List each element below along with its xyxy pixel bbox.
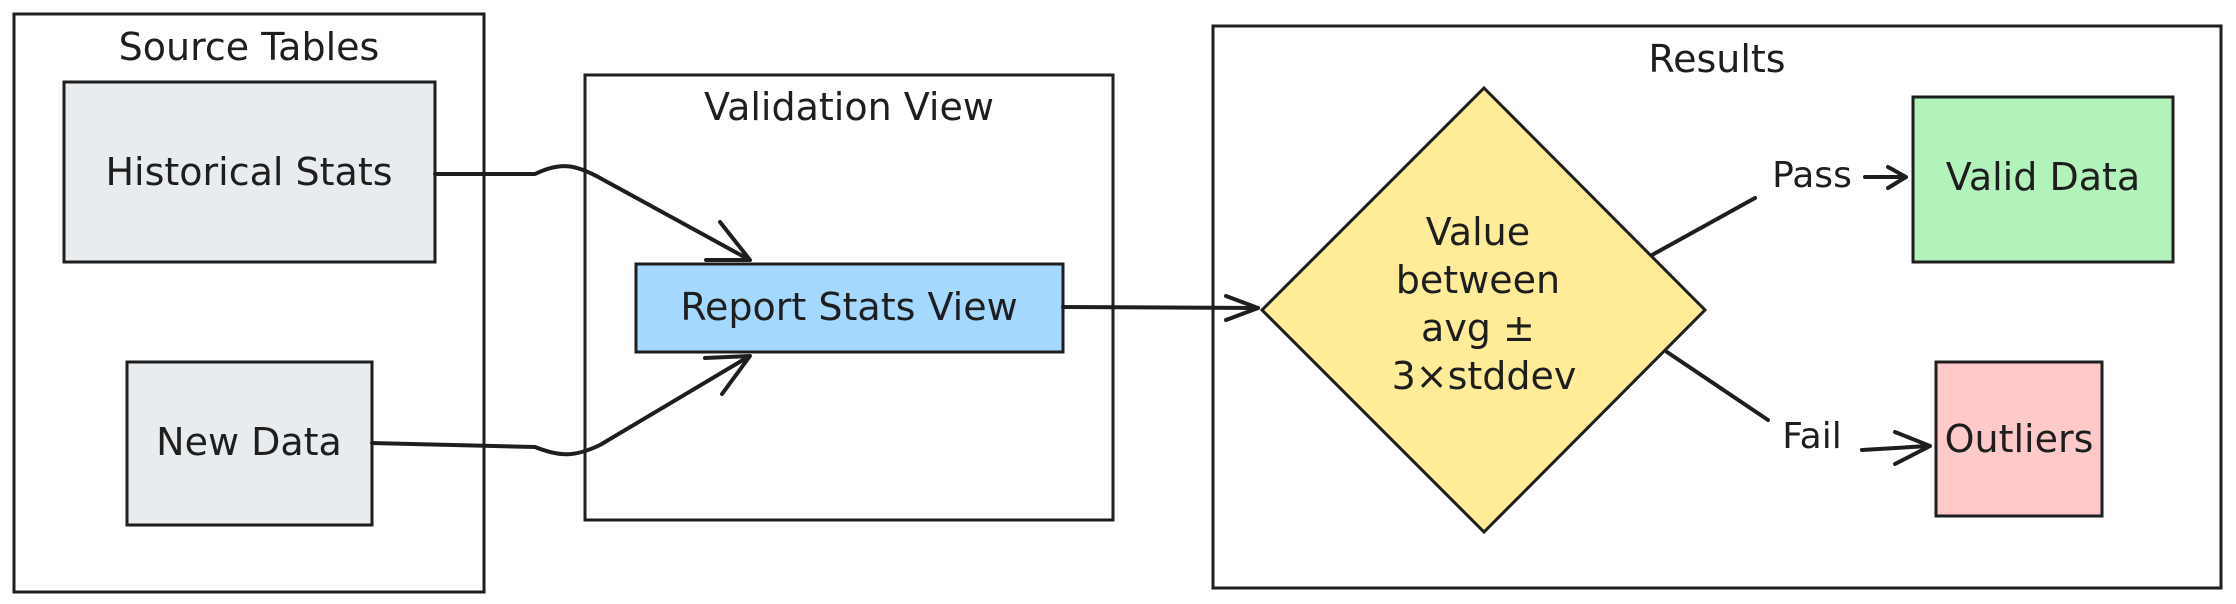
- edge-decision-to-pass: [1650, 196, 1757, 257]
- source-tables-title: Source Tables: [119, 25, 380, 69]
- historical-stats-label: Historical Stats: [105, 150, 392, 194]
- new-data-label: New Data: [156, 420, 342, 464]
- outliers-label: Outliers: [1945, 417, 2094, 461]
- arrowhead-historical-to-report: [704, 220, 752, 262]
- edge-report-to-decision: [1061, 305, 1258, 310]
- valid-data-node[interactable]: [1911, 95, 2175, 264]
- decision-node[interactable]: [1259, 85, 1708, 535]
- validation-view-title: Validation View: [704, 85, 994, 129]
- decision-line-3: avg ±: [1421, 306, 1535, 350]
- results-title: Results: [1648, 37, 1785, 81]
- new-data-node[interactable]: [125, 360, 374, 527]
- decision-label: Value between avg ± 3×stddev: [1392, 210, 1577, 398]
- arrowhead-fail-to-outliers: [1893, 430, 1932, 466]
- historical-stats-node[interactable]: [62, 80, 437, 264]
- edge-decision-to-fail: [1665, 350, 1770, 422]
- report-stats-view-node[interactable]: [634, 262, 1065, 354]
- valid-data-label: Valid Data: [1946, 155, 2140, 199]
- decision-line-1: Value: [1426, 210, 1530, 254]
- outliers-node[interactable]: [1934, 360, 2104, 518]
- source-tables-frame: [12, 12, 486, 594]
- validation-view-frame: [583, 73, 1115, 522]
- edge-historical-to-report: [433, 164, 750, 261]
- arrowhead-newdata-to-report: [703, 354, 752, 396]
- edge-pass-label: Pass: [1772, 155, 1852, 196]
- edge-fail-label: Fail: [1782, 416, 1841, 457]
- decision-line-2: between: [1396, 258, 1560, 302]
- edge-newdata-to-report: [370, 355, 750, 457]
- decision-line-4: 3×stddev: [1392, 354, 1577, 398]
- report-stats-view-label: Report Stats View: [680, 285, 1017, 329]
- arrowhead-pass-to-valid: [1886, 165, 1908, 190]
- arrowhead-report-to-decision: [1224, 294, 1260, 322]
- edge-fail-to-outliers: [1860, 444, 1930, 452]
